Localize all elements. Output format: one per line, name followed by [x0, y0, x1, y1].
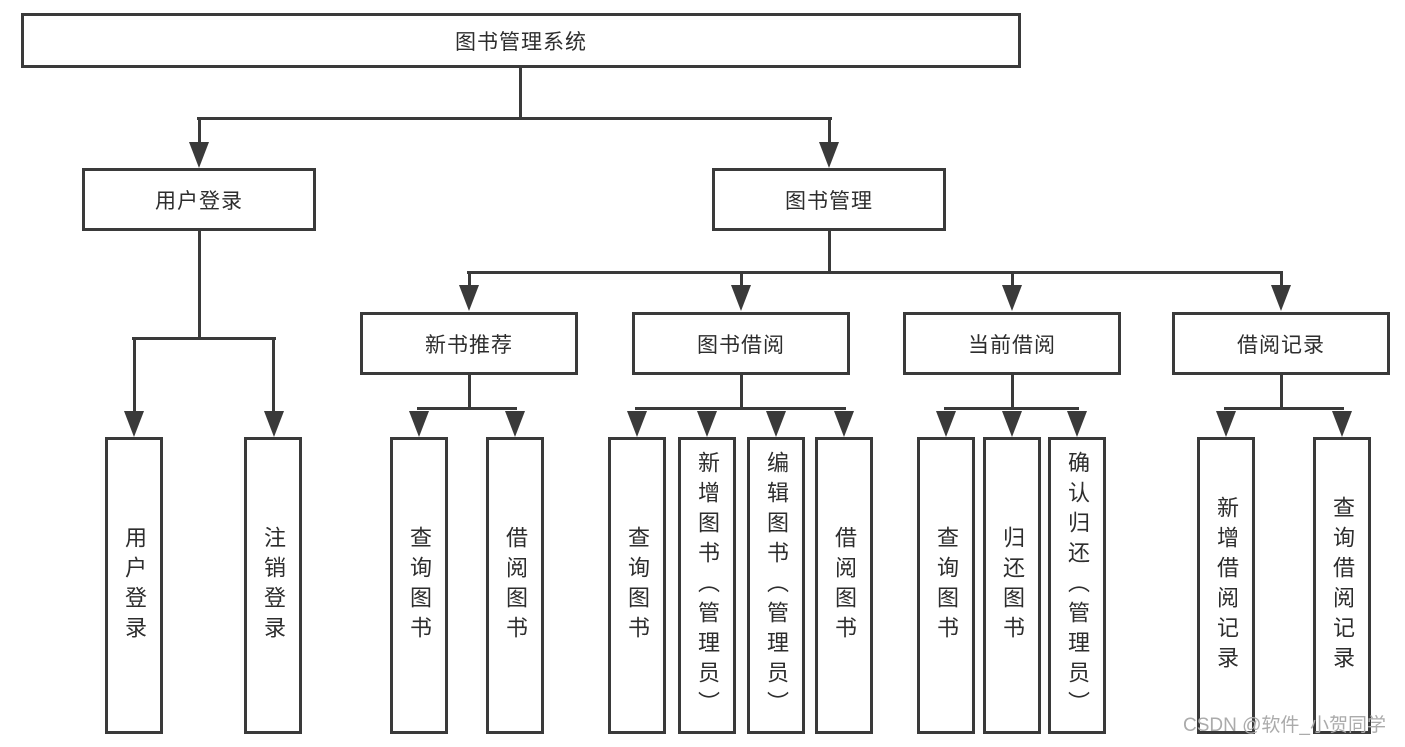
connector-line: [519, 65, 522, 119]
arrow-down-icon: [1067, 411, 1087, 437]
arrow-down-icon: [505, 411, 525, 437]
leaf-borrow-books-recommend: 借阅图书: [486, 437, 544, 734]
leaf-query-books-recommend: 查询图书: [390, 437, 448, 734]
arrow-down-icon: [697, 411, 717, 437]
connector-line: [198, 229, 201, 339]
connector-line: [468, 373, 471, 409]
arrow-down-icon: [459, 285, 479, 311]
connector-line: [828, 229, 831, 274]
arrow-down-icon: [834, 411, 854, 437]
csdn-watermark: CSDN @软件_小贺同学: [1183, 715, 1386, 736]
connector-line: [740, 373, 743, 409]
connector-line: [1011, 373, 1014, 409]
arrow-down-icon: [766, 411, 786, 437]
arrow-down-icon: [819, 142, 839, 168]
leaf-confirm-return-admin: 确认归还（管理员）: [1048, 437, 1106, 734]
leaf-borrow-books: 借阅图书: [815, 437, 873, 734]
arrow-down-icon: [124, 411, 144, 437]
node-book-management: 图书管理: [712, 168, 946, 231]
arrow-down-icon: [936, 411, 956, 437]
connector-line: [740, 271, 743, 289]
node-new-book-recommend: 新书推荐: [360, 312, 578, 375]
connector-line: [417, 407, 517, 410]
node-current-borrowing: 当前借阅: [903, 312, 1121, 375]
connector-line: [132, 337, 276, 340]
node-user-login: 用户登录: [82, 168, 316, 231]
arrow-down-icon: [264, 411, 284, 437]
connector-line: [133, 337, 136, 413]
leaf-return-books: 归还图书: [983, 437, 1041, 734]
arrow-down-icon: [731, 285, 751, 311]
connector-line: [197, 117, 832, 120]
connector-line: [1224, 407, 1344, 410]
connector-line: [635, 407, 846, 410]
arrow-down-icon: [1002, 285, 1022, 311]
leaf-user-login: 用户登录: [105, 437, 163, 734]
arrow-down-icon: [1216, 411, 1236, 437]
connector-line: [828, 117, 831, 145]
connector-line: [1280, 271, 1283, 289]
arrow-down-icon: [1271, 285, 1291, 311]
leaf-query-borrow-record: 查询借阅记录: [1313, 437, 1371, 734]
arrow-down-icon: [409, 411, 429, 437]
connector-line: [272, 337, 275, 413]
node-book-borrowing: 图书借阅: [632, 312, 850, 375]
arrow-down-icon: [1002, 411, 1022, 437]
leaf-query-books-current: 查询图书: [917, 437, 975, 734]
connector-line: [467, 271, 1283, 274]
arrow-down-icon: [189, 142, 209, 168]
leaf-add-borrow-record: 新增借阅记录: [1197, 437, 1255, 734]
node-library-system: 图书管理系统: [21, 13, 1021, 68]
arrow-down-icon: [627, 411, 647, 437]
connector-line: [198, 117, 201, 145]
leaf-add-book-admin: 新增图书（管理员）: [678, 437, 736, 734]
leaf-logout: 注销登录: [244, 437, 302, 734]
connector-line: [1011, 271, 1014, 289]
connector-line: [944, 407, 1079, 410]
node-borrowing-records: 借阅记录: [1172, 312, 1390, 375]
arrow-down-icon: [1332, 411, 1352, 437]
leaf-query-books-borrow: 查询图书: [608, 437, 666, 734]
connector-line: [1280, 373, 1283, 409]
leaf-edit-book-admin: 编辑图书（管理员）: [747, 437, 805, 734]
connector-line: [468, 271, 471, 289]
